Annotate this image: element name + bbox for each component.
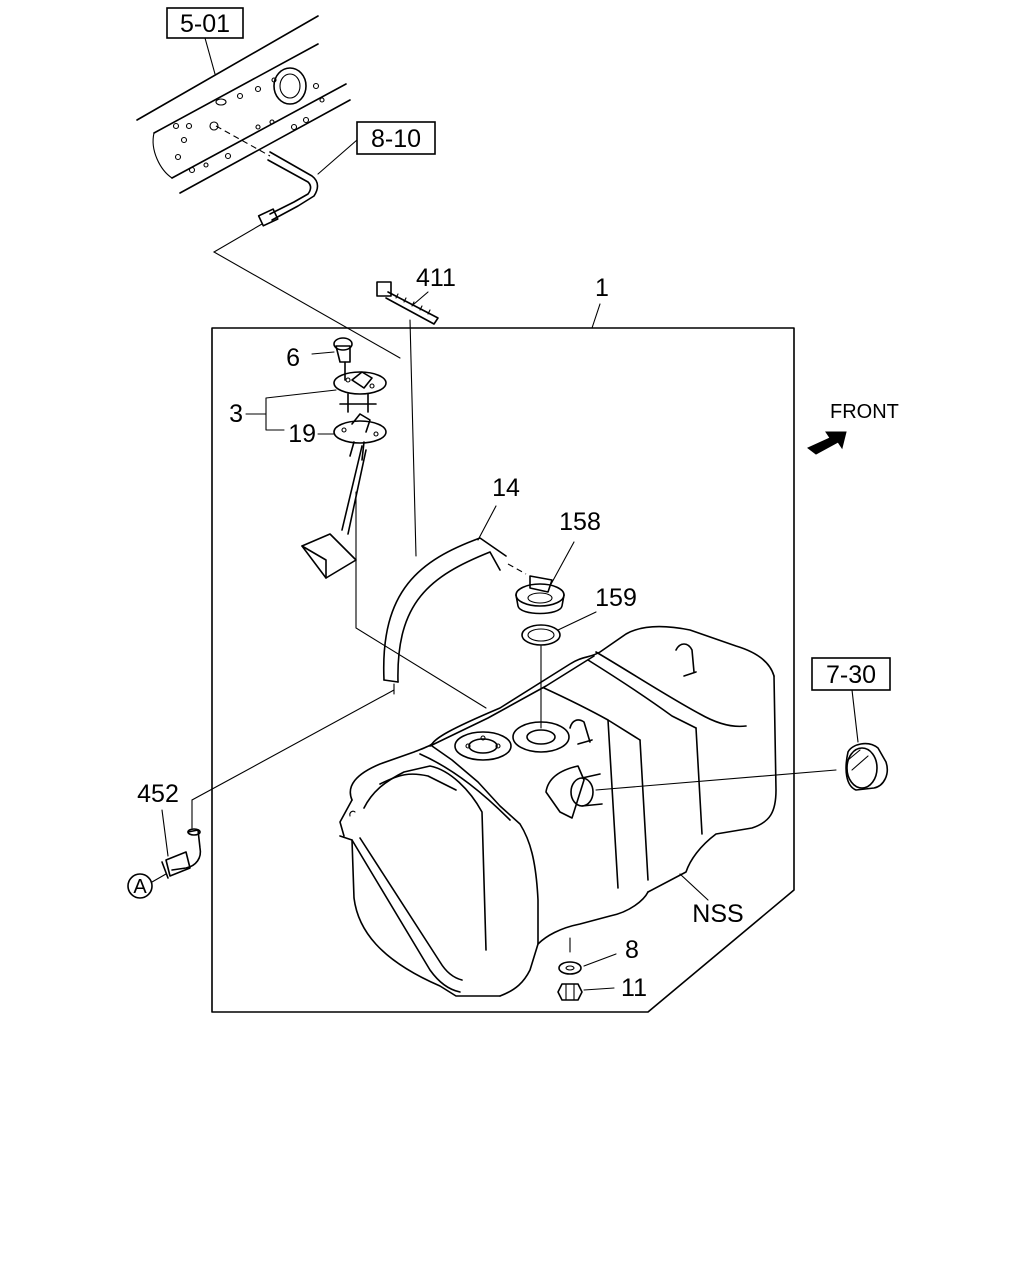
callout-11: 11 [621,974,647,1002]
ref-box-8-10[interactable]: 8-10 [356,121,436,155]
connector [161,689,395,879]
circle-a-marker-icon: A [127,873,153,899]
front-arrow-icon [807,431,847,455]
fuel-sender-unit [301,337,487,709]
front-label: FRONT [830,401,899,423]
cable-tie [376,281,439,325]
fuel-tank [339,625,777,997]
callout-6: 6 [286,344,300,372]
washer [558,961,582,975]
callout-158: 158 [559,508,601,536]
frame-rail [136,15,351,194]
ref-label-8-10: 8-10 [371,125,421,153]
callout-8: 8 [625,936,639,964]
callout-159: 159 [595,584,637,612]
nut [557,983,583,1001]
hose [382,537,507,695]
assembly-boundary [211,327,795,1013]
label-nss: NSS [692,900,743,928]
ref-box-5-01[interactable]: 5-01 [166,7,244,39]
ref-label-5-01: 5-01 [180,10,230,38]
callout-14: 14 [492,474,520,502]
marker-a-label: A [133,876,147,898]
filler-seal [521,624,561,646]
filler-neck [507,563,565,615]
callout-3: 3 [229,400,243,428]
harness [212,125,401,359]
ref-box-7-30[interactable]: 7-30 [811,657,891,691]
callout-452: 452 [137,780,179,808]
ref-label-7-30: 7-30 [826,661,876,689]
callout-19: 19 [288,420,316,448]
callout-1: 1 [595,274,609,302]
callout-411: 411 [416,264,456,292]
fuel-cap [845,742,889,791]
